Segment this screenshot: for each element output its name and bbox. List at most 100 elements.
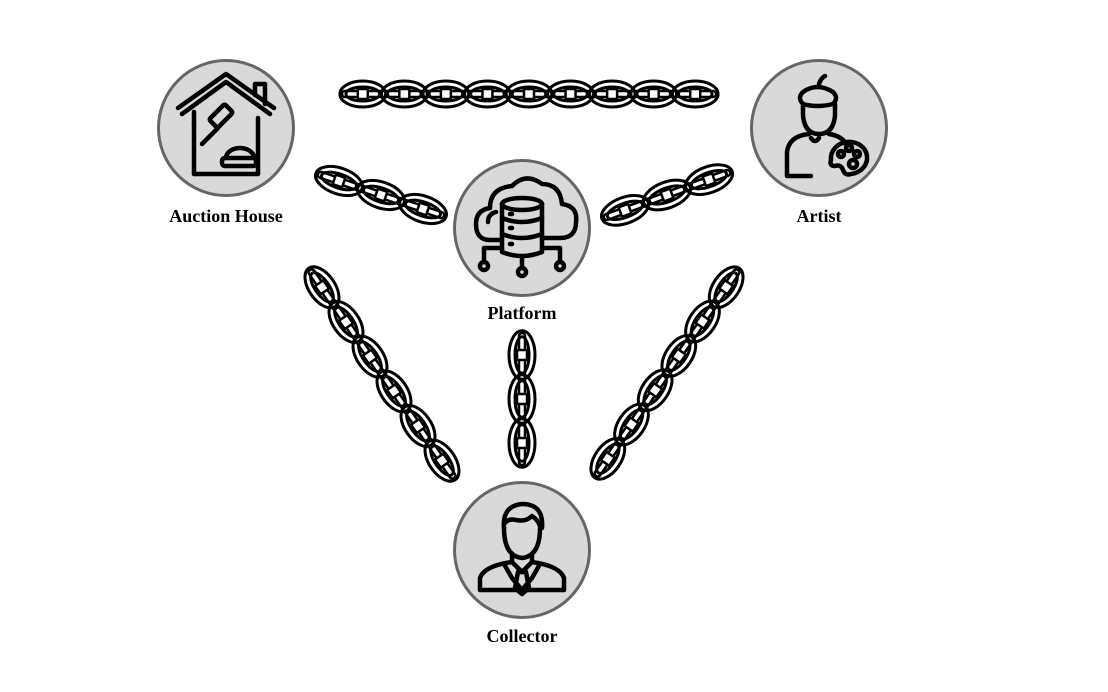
chain-link-outer (613, 402, 650, 447)
chain-platform-collector (507, 329, 537, 469)
chain-link-outer (587, 79, 637, 109)
chain-link-inner (381, 375, 407, 408)
chain-link-hub (515, 436, 529, 450)
node-collector (453, 481, 591, 619)
chain-link-outer (375, 369, 413, 414)
chain-auction-house-platform (314, 164, 448, 226)
chain-link-outer (398, 192, 448, 226)
chain-link-inner (605, 199, 645, 221)
node-auction-house (157, 59, 295, 197)
chain-link-hub (409, 417, 427, 435)
chain-link-hub (373, 187, 389, 203)
chain-link-outer (399, 404, 437, 448)
chain-link-outer (338, 79, 388, 109)
chain-bar (593, 268, 741, 478)
chain-link-inner (552, 85, 589, 103)
chain-link-outer (327, 300, 365, 344)
chain-link-inner (510, 85, 548, 103)
chain-link-hub (515, 348, 529, 362)
chain-link-inner (689, 305, 716, 338)
chain-link-hub (564, 87, 577, 101)
chain-link-hub (616, 202, 634, 219)
chain-link-hub (688, 87, 702, 101)
chain-link-outer (546, 79, 595, 109)
node-platform (453, 159, 591, 297)
cloud-database-icon (473, 176, 579, 279)
chain-link-hub (356, 87, 370, 101)
chain-link-inner (595, 442, 621, 475)
chain-link-outer (636, 368, 674, 412)
node-label-collector: Collector (486, 626, 558, 646)
chain-link-hub (647, 87, 660, 101)
chain-link-outer (507, 329, 537, 381)
chain-link-outer (589, 437, 627, 481)
node-label-artist: Artist (796, 206, 842, 226)
chain-link-outer (379, 79, 429, 109)
chain-link-outer (423, 438, 461, 483)
chain-link-hub (337, 313, 355, 331)
chain-link-hub (481, 87, 494, 101)
chain-link-hub (385, 382, 403, 401)
chain-link-inner (361, 184, 401, 206)
auction-house-gavel-icon (175, 71, 277, 177)
chain-link-inner (513, 379, 531, 419)
chain-link-inner (344, 85, 382, 103)
chain-link-outer (421, 79, 471, 109)
chain-link-hub (361, 347, 379, 366)
chain-link-inner (405, 409, 431, 443)
chain-link-outer (629, 79, 679, 109)
chain-link-hub (398, 87, 411, 101)
chain-link-hub (331, 173, 347, 189)
chain-link-hub (693, 312, 712, 331)
chain-artist-collector (589, 265, 745, 481)
chain-link-hub (433, 451, 451, 470)
chain-link-inner (689, 169, 729, 191)
chain-link-hub (522, 87, 536, 101)
chain-link-hub (646, 381, 664, 399)
chain-link-outer (684, 299, 721, 344)
chain-link-inner (513, 423, 531, 463)
chain-link-inner (666, 339, 692, 372)
chain-link-inner (429, 444, 455, 477)
chain-link-outer (463, 79, 512, 109)
chain-link-hub (605, 87, 619, 101)
chain-artist-platform (599, 163, 735, 227)
chain-link-inner (319, 170, 359, 192)
chain-link-inner (309, 271, 335, 304)
chain-link-hub (658, 186, 676, 204)
chain-link-hub (313, 278, 331, 297)
chain-link-inner (713, 271, 739, 304)
chain-link-inner (469, 85, 506, 103)
chain-link-inner (676, 85, 714, 103)
node-label-platform: Platform (487, 303, 557, 323)
chain-link-inner (357, 340, 383, 373)
chain-link-outer (351, 334, 389, 379)
chain-link-inner (513, 335, 531, 375)
chain-auction-house-artist (338, 79, 720, 109)
chain-link-inner (642, 374, 668, 407)
chain-link-outer (507, 373, 537, 425)
chain-link-hub (415, 201, 431, 217)
businessman-icon (477, 501, 567, 597)
chain-link-outer (507, 417, 537, 469)
chain-link-inner (385, 85, 423, 103)
chain-link-outer (599, 193, 651, 227)
chain-link-hub (622, 415, 641, 434)
chain-auction-house-collector (303, 265, 461, 483)
chain-link-hub (515, 392, 529, 406)
chain-link-hub (599, 450, 617, 468)
chain-link-inner (618, 408, 645, 441)
node-label-auction-house: Auction House (169, 206, 283, 226)
chain-link-outer (660, 334, 698, 378)
chain-link-outer (314, 164, 364, 198)
chain-bar (307, 268, 457, 480)
chain-link-inner (427, 85, 465, 103)
node-artist (750, 59, 888, 197)
chain-link-inner (593, 85, 631, 103)
chain-link-outer (670, 79, 720, 109)
chain-link-hub (717, 278, 735, 296)
chain-link-hub (700, 171, 718, 188)
chain-link-outer (707, 265, 745, 309)
chain-link-inner (647, 184, 687, 206)
